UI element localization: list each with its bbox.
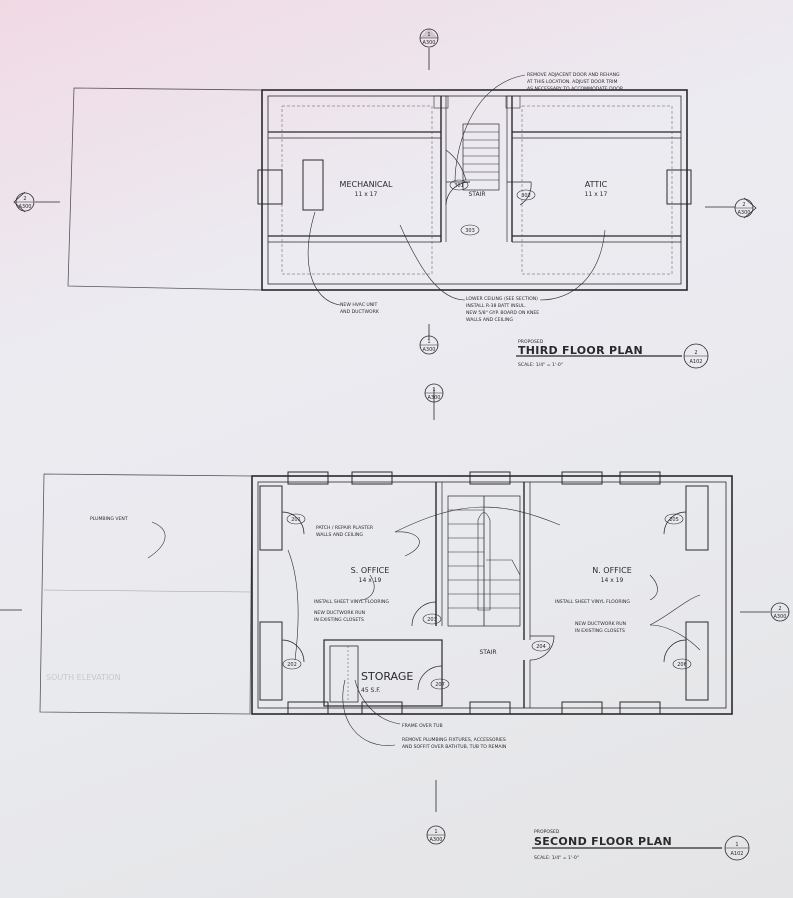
room-s-office-dim: 14 x 19	[359, 577, 382, 584]
section-marker-ref: A300	[423, 40, 436, 46]
sheet-ref-marker-second	[724, 835, 750, 861]
section-marker-num: 1	[427, 32, 430, 38]
proposed-label: PROPOSED	[534, 829, 560, 835]
note-remove-door: AT THIS LOCATION. ADJUST DOOR TRIM	[527, 79, 618, 85]
note-ceiling: WALLS AND CEILING	[466, 317, 513, 323]
room-storage-area: 45 S.F.	[361, 687, 381, 694]
proposed-label: PROPOSED	[518, 339, 544, 345]
room-n-office-dim: 14 x 19	[601, 577, 624, 584]
room-stair-second: STAIR	[479, 649, 496, 656]
door-tag: 303	[465, 228, 475, 234]
room-stair-third: STAIR	[468, 191, 485, 198]
note-plaster: WALLS AND CEILING	[316, 532, 363, 538]
elev-marker-num: 2	[23, 196, 26, 202]
note-duct-n: IN EXISTING CLOSETS	[575, 628, 625, 634]
second-floor-title: SECOND FLOOR PLAN	[534, 835, 672, 848]
note-duct-n: NEW DUCTWORK RUN	[575, 621, 626, 627]
door-tag: 206	[677, 662, 687, 668]
elev-marker-ref: A300	[738, 210, 751, 216]
sheet-number: 1	[735, 842, 738, 848]
room-storage: STORAGE	[361, 670, 413, 683]
note-remove-door: REMOVE ADJACENT DOOR AND REHANG	[527, 72, 620, 78]
section-marker-num: 1	[432, 387, 435, 393]
note-duct-s: IN EXISTING CLOSETS	[314, 617, 364, 623]
door-tag: 204	[536, 644, 546, 650]
third-floor-title: THIRD FLOOR PLAN	[518, 344, 643, 357]
second-floor-scale: SCALE: 1/4" = 1'-0"	[534, 855, 579, 861]
elev-marker-right	[734, 197, 757, 219]
section-marker-num: 1	[434, 829, 437, 835]
elev-marker-num: 2	[778, 606, 781, 612]
sheet-ref: A102	[731, 851, 744, 857]
sheet-ref-marker-third	[683, 343, 709, 369]
door-tag: 203	[427, 617, 437, 623]
door-tag: 202	[287, 662, 297, 668]
elev-marker-num: 2	[742, 202, 745, 208]
note-hvac: NEW HVAC UNIT	[340, 302, 378, 308]
section-marker-ref: A300	[428, 395, 441, 401]
note-remove-door: AS NECESSARY TO ACCOMMODATE DOOR	[527, 86, 624, 92]
room-attic: ATTIC	[585, 180, 608, 189]
section-marker-mid	[419, 335, 439, 355]
note-plumbing-fixtures: REMOVE PLUMBING FIXTURES, ACCESSORIES	[402, 737, 506, 743]
elev-marker-right-lower	[770, 602, 790, 622]
note-vinyl-n: INSTALL SHEET VINYL FLOORING	[555, 599, 630, 605]
room-s-office: S. OFFICE	[351, 566, 390, 575]
section-marker-top	[419, 28, 439, 48]
section-marker-ref: A300	[423, 347, 436, 353]
sheet-ref: A102	[690, 359, 703, 365]
elev-marker-left	[13, 191, 35, 213]
room-mechanical: MECHANICAL	[340, 180, 393, 189]
door-tag: 302	[521, 193, 531, 199]
note-duct-s: NEW DUCTWORK RUN	[314, 610, 365, 616]
sheet-number: 2	[694, 350, 697, 356]
note-ceiling: INSTALL R-38 BATT INSUL.	[466, 303, 526, 309]
door-tag: 201	[291, 517, 301, 523]
note-ceiling: LOWER CEILING (SEE SECTION)	[466, 296, 538, 302]
note-ceiling: NEW 5/8" GYP. BOARD ON KNEE	[466, 310, 539, 316]
note-hvac: AND DUCTWORK	[340, 309, 380, 315]
third-floor-plan	[35, 48, 735, 357]
room-mechanical-dim: 11 x 17	[355, 191, 378, 198]
section-marker-bottom	[426, 825, 446, 845]
room-attic-dim: 11 x 17	[585, 191, 608, 198]
note-vinyl-s: INSTALL SHEET VINYL FLOORING	[314, 599, 389, 605]
section-marker-lower-top	[424, 383, 444, 403]
second-floor-plan	[0, 388, 770, 849]
ghost-elevation-text: SOUTH ELEVATION	[46, 673, 121, 682]
note-plumbing-vent: PLUMBING VENT	[90, 516, 128, 522]
note-plaster: PATCH / REPAIR PLASTER	[316, 525, 374, 531]
door-tag: 205	[669, 517, 679, 523]
elev-marker-ref: A300	[19, 204, 32, 210]
section-marker-num: 1	[427, 339, 430, 345]
room-n-office: N. OFFICE	[592, 566, 632, 575]
note-frame-tub: FRAME OVER TUB	[402, 723, 443, 729]
door-tag: 207	[435, 682, 445, 688]
note-plumbing-fixtures: AND SOFFIT OVER BATHTUB, TUB TO REMAIN	[402, 744, 506, 750]
section-marker-ref: A300	[430, 837, 443, 843]
third-floor-scale: SCALE: 1/4" = 1'-0"	[518, 362, 563, 368]
door-tag: 301	[454, 183, 464, 189]
elev-marker-ref: A300	[774, 614, 787, 620]
